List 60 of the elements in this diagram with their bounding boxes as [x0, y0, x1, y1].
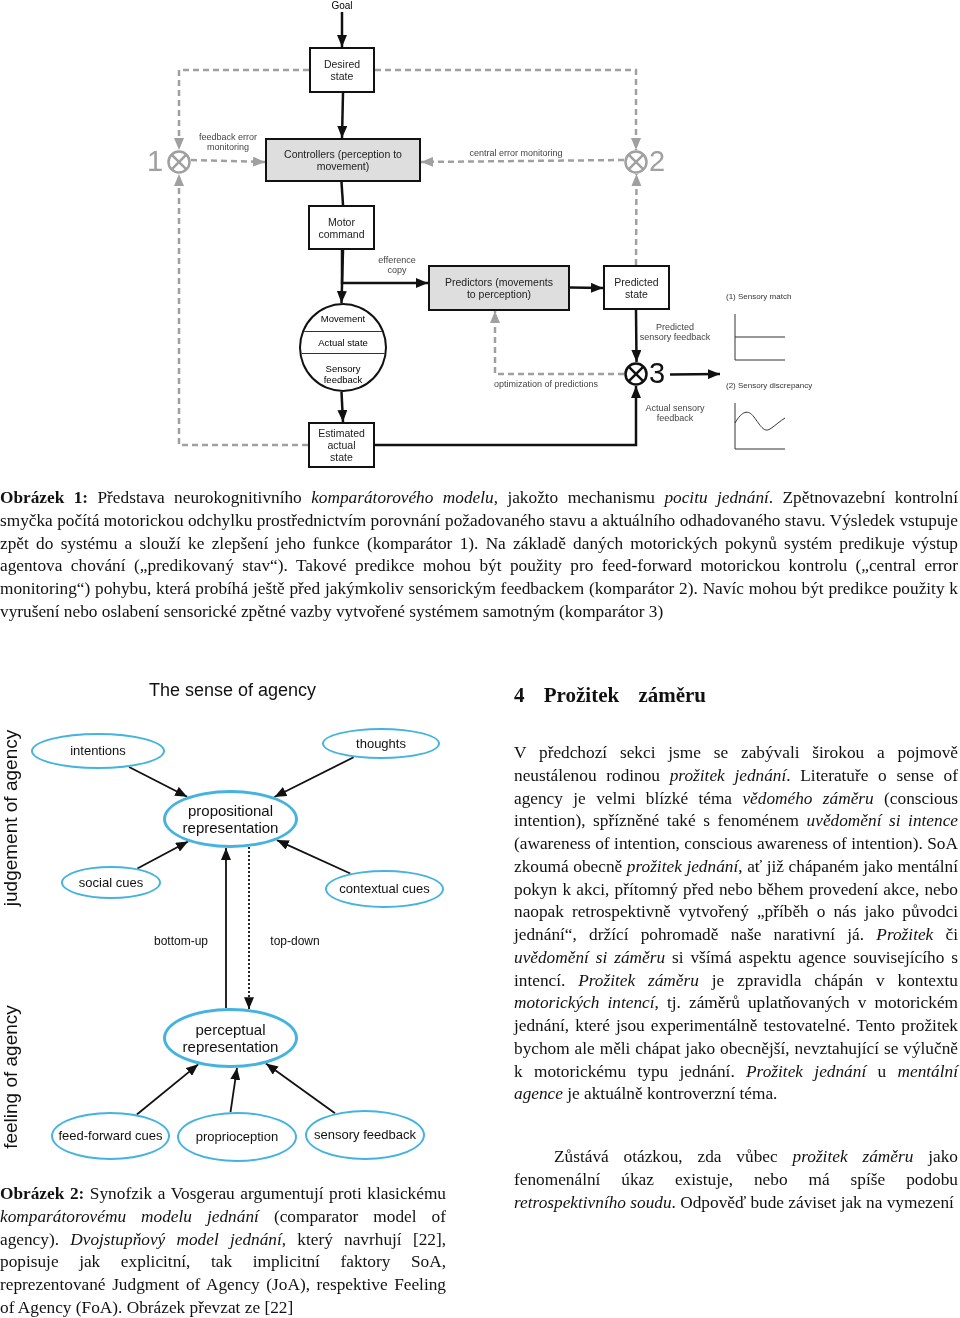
- figure-caption: Obrázek 2: Synofzik a Vosgerau argumentují proti klasickému komparátorovému modelu jednání (comparator model of agency). Dvojstupňový model jednání, který navrhují [22], popisuje jak explicitní, tak implicitní faktory SoA, reprezentované Judgment of Agency (JoA), respektive Feeling of Agency (FoA). Obrázek převzat ze [22]: [0, 1183, 446, 1318]
- concept-ellipse: proprioception: [177, 1112, 297, 1162]
- arrow: [375, 386, 641, 447]
- state-box: Predicted state: [603, 265, 670, 310]
- arrow: [275, 839, 352, 875]
- arrow: [273, 756, 355, 798]
- comparator-number: 3: [649, 357, 666, 389]
- figure-caption: Obrázek 1: Představa neurokognitivního komparátorového modelu, jakožto mechanismu pocitu jednání. Zpětnovazební kontrolní smyčka počítá motorickou odchylku prostřednictvím porovnání požadovaného stavu a aktuálního odhadovaného stavu. Výsledek vstupuje zpět do systému a slouží ke zlepšení jeho funkce (komparátor 1). Na základě daných motorických pokynů systém predikuje výstup agentova chování („predikovaný stav“). Takové predikce mohou být použity pro feed-forward motorickou kontrolu („central error monitoring“) pohybu, která probíhá ještě před jakýmkoliv sensorickým feedbackem (komparátor 2). Navíc mohou být predikce použity k vyrušení nebo oslabení sensorické zpětné vazby vytvořené systémem samotným (komparátor 3): [0, 487, 958, 623]
- arrow: [265, 1062, 336, 1115]
- arrow: [670, 369, 720, 380]
- arrow: [128, 766, 189, 798]
- arrow: [336, 249, 347, 304]
- concept-ellipse: intentions: [31, 733, 165, 769]
- arrow: [631, 310, 642, 362]
- axis-title: judgement of agency: [0, 728, 22, 909]
- dashed-arrow: [631, 174, 642, 265]
- goal-label: Goal: [322, 0, 362, 12]
- dashed-arrow: [244, 846, 254, 1011]
- figure-title: The sense of agency: [147, 680, 318, 701]
- arrow: [136, 840, 189, 870]
- arrow: [340, 250, 428, 288]
- arrow: [229, 1066, 241, 1114]
- concept-ellipse: propositional representation: [163, 790, 298, 848]
- edge-label: Predicted sensory feedback: [639, 322, 711, 342]
- axis-title: feeling of agency: [0, 1004, 22, 1151]
- circle-section-label: Sensory feedback: [301, 353, 385, 390]
- circle-section-label: Actual state: [301, 331, 385, 353]
- dashed-arrow: [174, 68, 309, 150]
- graph-caption: (2) Sensory discrepancy: [726, 381, 813, 390]
- arrow: [221, 847, 231, 1009]
- concept-ellipse: sensory feedback: [305, 1110, 425, 1160]
- concept-ellipse: contextual cues: [325, 870, 444, 908]
- concept-ellipse: perceptual representation: [163, 1008, 298, 1068]
- concept-ellipse: thoughts: [322, 728, 440, 759]
- dashed-arrow: [375, 68, 641, 150]
- dashed-arrow: [174, 174, 308, 447]
- connector-line: [340, 181, 345, 206]
- state-circle: [299, 303, 387, 392]
- arrow: [337, 391, 348, 423]
- process-box: Controllers (perception to movement): [265, 138, 421, 182]
- arrow: [337, 12, 347, 47]
- body-paragraph: V předchozí sekci jsme se zabývali širokou a pojmově neustálenou rodinou prožitek jednání. Literatuře o sense of agency je velmi blízké téma vědomého záměru (conscious intention), spřízněné také s fenoménem uvědomění si intence (awareness of intention, conscious awareness of intention). SoA zkoumá obecně prožitek jednání, ať již chápaném jako mentální pokyn k akci, přítomný před nebo během provedení akce, nebo naopak retrospektivně vytvořený „příběh o nás jako původci jednání“, držící pohromadě naše narativní já. Prožitek či uvědomění si záměru si všímá aspektu agence souvisejícího s intencí. Prožitek záměru je zpravidla chápán v kontextu motorických intencí, tj. záměrů uplatňovaných v motorickém jednání, které jsou experimentálně testovatelné. Tento prožitek bychom ale měli chápat jako obecnější, nevztahující se výlučně k motorickému typu jednání. Prožitek jednání u mentální agence je aktuálně kontroverzní téma.: [514, 742, 958, 1106]
- arrow: [135, 1063, 200, 1116]
- arrow: [337, 92, 348, 139]
- dashed-arrow: [190, 156, 266, 167]
- body-paragraph: Zůstává otázkou, zda vůbec prožitek záměru jako fenomenální úkaz existuje, nebo má spíše podobu retrospektivního soudu. Odpověď bude záviset jak na vymezení: [514, 1146, 958, 1214]
- state-box: Motor command: [308, 205, 375, 250]
- dashed-arrow: [490, 311, 624, 376]
- state-box: Desired state: [309, 47, 375, 93]
- circle-section-label: Movement: [319, 311, 367, 326]
- concept-ellipse: social cues: [61, 866, 161, 899]
- process-box: Predictors (movements to perception): [428, 265, 570, 311]
- state-box: Estimated actual state: [308, 422, 375, 468]
- comparator-number: 1: [147, 145, 164, 177]
- arrow: [570, 282, 603, 293]
- comparator-number: 2: [649, 145, 666, 177]
- section-heading: 4 Prožitek záměru: [514, 683, 708, 708]
- concept-ellipse: feed-forward cues: [51, 1112, 170, 1160]
- dashed-arrow: [421, 156, 624, 167]
- graph-caption: (1) Sensory match: [726, 292, 792, 301]
